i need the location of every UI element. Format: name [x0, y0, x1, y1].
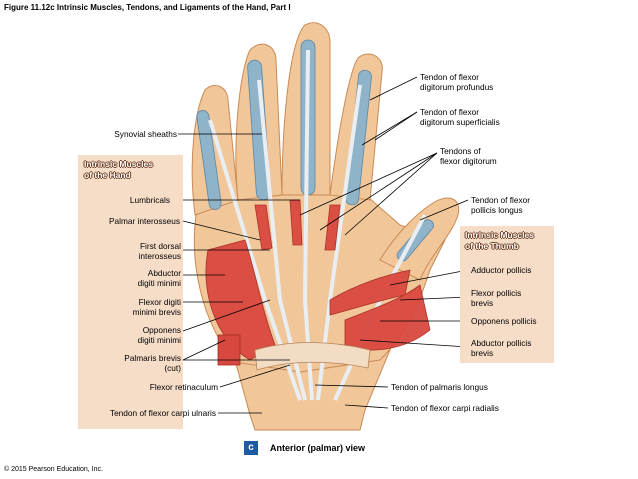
label-flexor-retinaculum: Flexor retinaculum — [149, 382, 218, 392]
hand-muscles-box-title-1: Intrinsic Muscles — [84, 159, 153, 169]
hand-muscles-box — [78, 155, 183, 429]
label-adductor-pollicis: Adductor pollicis — [471, 265, 532, 275]
label-lumbricals: Lumbricals — [129, 195, 170, 205]
synovial-sheaths-art — [196, 39, 435, 262]
label-opponens-pollicis: Opponens pollicis — [471, 316, 537, 326]
leader-lines — [172, 76, 469, 414]
label-synovial-sheaths: Synovial sheaths — [114, 129, 177, 139]
hand-muscles-box-title-2: of the Hand — [84, 170, 131, 180]
thumb-muscles-box-title-1: Intrinsic Muscles — [465, 230, 534, 240]
label-tendon-flexor-carpi-radialis: Tendon of flexor carpi radialis — [391, 403, 499, 413]
thumb-muscles-box-title-2: of the Thumb — [465, 241, 519, 251]
view-label: Anterior (palmar) view — [270, 443, 366, 453]
label-palmar-interosseus: Palmar interosseus — [108, 216, 180, 226]
figure-title: Figure 11.12c Intrinsic Muscles, Tendons… — [4, 3, 291, 12]
palmaris-brevis-art — [217, 334, 241, 366]
view-letter-icon: c — [244, 441, 258, 455]
flexor-retinaculum-art — [254, 342, 371, 371]
adductor-pollicis-art — [329, 269, 411, 316]
label-palmaris-brevis: Palmaris brevis(cut) — [124, 353, 181, 373]
label-tendon-flexor-carpi-ulnaris: Tendon of flexor carpi ulnaris — [109, 408, 216, 418]
copyright-text: © 2015 Pearson Education, Inc. — [4, 466, 103, 473]
thumb-muscles-box — [460, 226, 554, 363]
muscles-art — [205, 199, 431, 361]
label-tendon-palmaris-longus: Tendon of palmaris longus — [391, 382, 488, 392]
